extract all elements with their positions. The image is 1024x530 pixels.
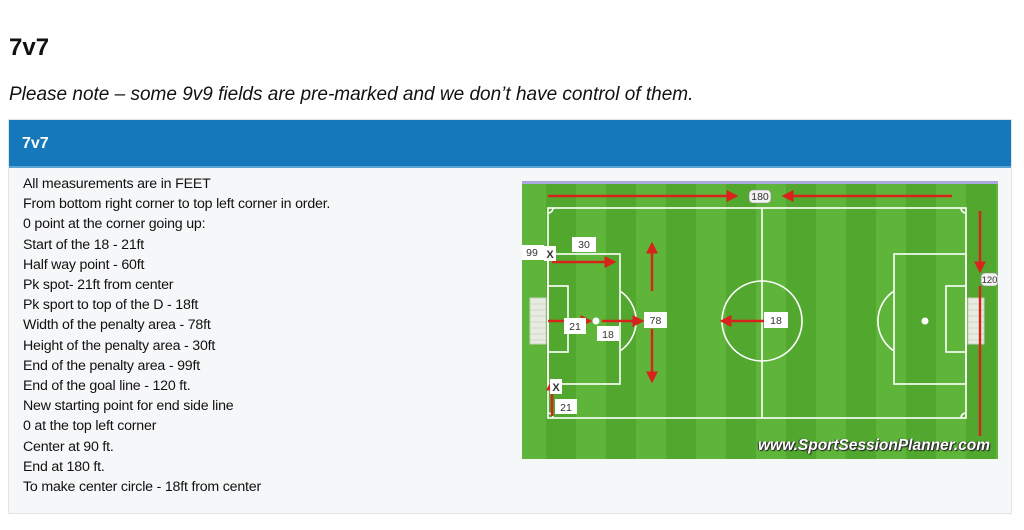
right-goal-icon — [967, 297, 985, 345]
pre-marked-fields-note: Please note – some 9v9 fields are pre-ma… — [9, 84, 694, 105]
label-120: 120 — [982, 275, 998, 286]
label-21-start: 21 — [560, 402, 572, 414]
instruction-line: Height of the penalty area - 30ft — [23, 337, 216, 354]
instruction-line: New starting point for end side line — [23, 398, 234, 415]
instruction-line: From bottom right corner to top left cor… — [23, 196, 331, 213]
instruction-line: End of the goal line - 120 ft. — [23, 378, 191, 395]
right-penalty-spot — [921, 317, 929, 325]
label-30: 30 — [578, 239, 590, 251]
instruction-line: End at 180 ft. — [23, 458, 105, 475]
label-21-pk: 21 — [569, 321, 581, 333]
measurement-instructions: All measurements are in FEET From bottom… — [23, 174, 330, 497]
instruction-line: Pk sport to top of the D - 18ft — [23, 297, 199, 314]
instruction-line: Width of the penalty area - 78ft — [23, 317, 211, 334]
instruction-line: All measurements are in FEET — [23, 176, 211, 192]
instruction-line: To make center circle - 18ft from center — [23, 479, 262, 496]
label-18-center: 18 — [770, 315, 782, 327]
label-18-d: 18 — [602, 329, 614, 341]
label-99: 99 — [526, 247, 538, 259]
x-mark-top: X — [546, 249, 554, 261]
label-78: 78 — [650, 315, 662, 327]
instruction-line: Half way point - 60ft — [23, 256, 145, 273]
left-penalty-spot — [592, 317, 600, 325]
instruction-line: Start of the 18 - 21ft — [23, 236, 144, 253]
instruction-line: 0 point at the corner going up: — [23, 216, 206, 233]
instruction-line: Center at 90 ft. — [23, 438, 114, 455]
instruction-line: Pk spot- 21ft from center — [23, 277, 174, 294]
page-title: 7v7 — [9, 34, 50, 61]
x-mark-bottom: X — [552, 382, 560, 394]
instruction-line: 0 at the top left corner — [23, 418, 157, 435]
left-goal-icon — [529, 297, 547, 345]
instruction-line: End of the penalty area - 99ft — [23, 357, 200, 374]
sportsessionplanner-watermark: www.SportSessionPlanner.com — [758, 437, 990, 454]
panel-body: All measurements are in FEET From bottom… — [9, 168, 1011, 514]
field-7v7-panel: 7v7 All measurements are in FEET From bo… — [8, 119, 1012, 514]
label-180: 180 — [751, 191, 769, 203]
panel-header: 7v7 — [9, 120, 1011, 168]
field-diagram: 180 120 99 X 30 78 21 18 — [522, 181, 998, 459]
soccer-field-image: 180 120 99 X 30 78 21 18 — [522, 181, 998, 459]
